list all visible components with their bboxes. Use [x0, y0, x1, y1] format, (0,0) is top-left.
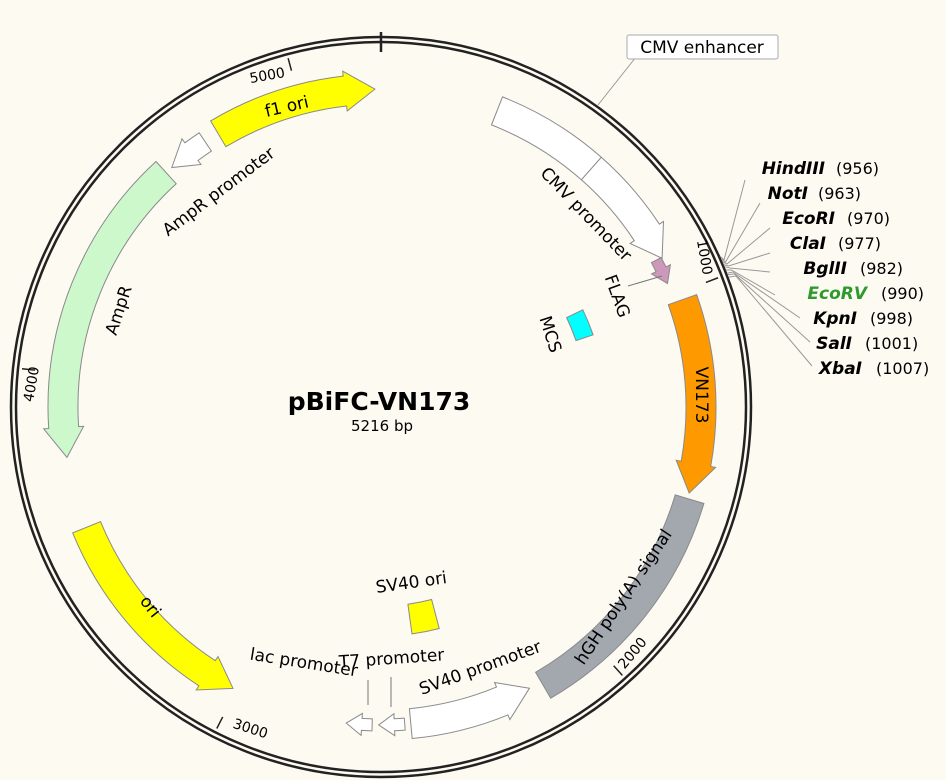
enzyme-pos-clai: (977) [838, 234, 881, 253]
feature-ori[interactable] [72, 520, 234, 691]
feature-ampr[interactable] [42, 160, 177, 459]
flag-leader-line [627, 275, 663, 287]
plasmid-size: 5216 bp [351, 417, 413, 435]
feature-amppromoter[interactable] [171, 132, 213, 169]
enzyme-pos-kpni: (998) [870, 309, 913, 328]
enzyme-labels: HindIII (956) NotI (963) EcoRI (970) Cla… [762, 159, 930, 379]
cmv-enhancer-callout-box[interactable] [626, 34, 779, 60]
tick-mark-4000 [21, 368, 36, 371]
tick-label-5000: 5000 [248, 65, 286, 87]
tick-label-1000: 1000 [693, 238, 715, 276]
enzyme-leader-line [719, 179, 746, 261]
enzyme-pos-xbai: (1007) [876, 359, 929, 378]
feature-label-vn173[interactable]: VN173 [691, 367, 711, 424]
plasmid-name: pBiFC-VN173 [288, 387, 471, 416]
enzyme-name-noti[interactable]: NotI [768, 184, 808, 204]
enzyme-name-hindiii[interactable]: HindIII [762, 159, 825, 179]
enzyme-pos-hindiii: (956) [836, 159, 879, 178]
enzyme-pos-noti: (963) [818, 184, 861, 203]
tick-mark-3000 [216, 716, 224, 729]
feature-lac[interactable] [345, 712, 373, 737]
enzyme-name-clai[interactable]: ClaI [790, 234, 826, 254]
enzyme-name-xbai[interactable]: XbaI [818, 359, 862, 379]
tick-mark-5000 [287, 57, 293, 71]
feature-label-cmv-enhancer[interactable]: CMV enhancer [640, 38, 764, 58]
tick-label-4000: 4000 [21, 365, 43, 403]
feature-sv40p[interactable] [408, 681, 531, 740]
tick-mark-1000 [705, 277, 719, 284]
enzyme-leader-line [725, 269, 776, 296]
feature-label-ampr[interactable]: AmpR [102, 283, 137, 338]
feature-label-mcs[interactable]: MCS [534, 314, 565, 356]
enzyme-leader-line [723, 252, 771, 267]
enzyme-pos-bglii: (982) [860, 259, 903, 278]
enzyme-leader-line [720, 202, 761, 263]
feature-hgh[interactable] [534, 494, 705, 699]
ticks-layer [21, 57, 719, 729]
enzyme-leader-lines [719, 179, 813, 367]
enzyme-name-bglii[interactable]: BglII [803, 259, 847, 279]
enzyme-leader-line [728, 275, 813, 367]
enzyme-pos-ecori: (970) [847, 209, 890, 228]
enzyme-name-ecori[interactable]: EcoRI [782, 209, 835, 229]
enzyme-name-kpni[interactable]: KpnI [813, 309, 857, 329]
feature-cmvpromoter[interactable] [580, 156, 665, 260]
enzyme-leader-line [722, 227, 771, 265]
backbone [9, 32, 753, 779]
cmv-enhancer-leader-line [597, 56, 637, 106]
feature-vn173[interactable] [667, 293, 717, 494]
feature-sv40ori[interactable] [407, 598, 440, 635]
feature-label-hgh-polya[interactable]: hGH poly(A) signal [571, 526, 676, 669]
tick-label-3000: 3000 [231, 716, 270, 742]
feature-mcs[interactable] [565, 309, 594, 342]
feature-f1ori[interactable] [209, 70, 376, 148]
feature-label-flag[interactable]: FLAG [600, 272, 634, 320]
features-layer [42, 70, 717, 740]
enzyme-leader-line [726, 271, 801, 319]
tick-mark-2000 [613, 665, 623, 676]
feature-t7[interactable] [377, 712, 406, 737]
enzyme-pos-sali: (1001) [865, 334, 918, 353]
enzyme-name-ecorv[interactable]: EcoRV [807, 284, 868, 304]
enzyme-name-sali[interactable]: SalI [816, 334, 852, 354]
enzyme-leader-line [727, 273, 811, 343]
enzyme-leader-line [724, 266, 771, 273]
feature-flag[interactable] [650, 256, 672, 285]
feature-label-lac-promoter[interactable]: lac promoter [248, 645, 359, 682]
feature-label-sv40-ori[interactable]: SV40 ori [374, 568, 448, 598]
enzyme-pos-ecorv: (990) [881, 284, 924, 303]
